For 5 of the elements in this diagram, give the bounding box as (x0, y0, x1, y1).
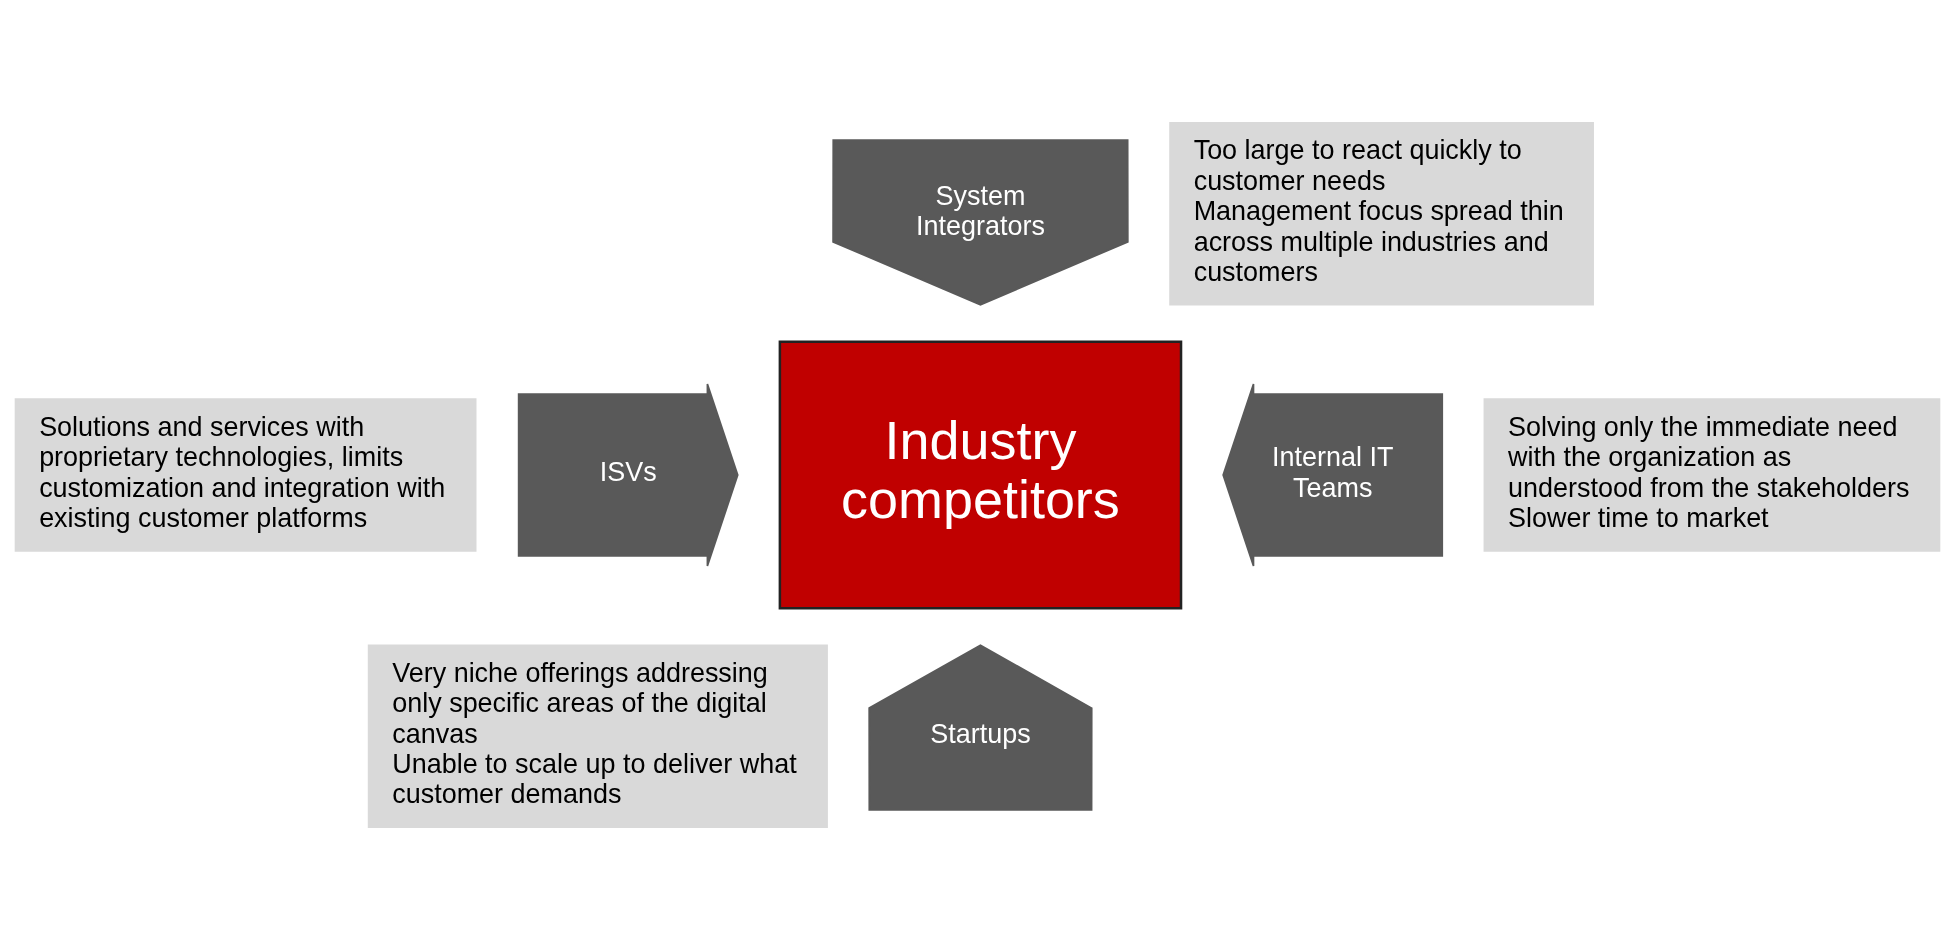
node-box: Too large to react quickly to customer needs Management focus spread thin across multiple industries and customers (1169, 121, 1594, 306)
node-box: Solutions and services with proprietary technologies, limits customization and integration with existing customer platforms (14, 397, 477, 552)
node-box: Solving only the immediate need with the organization as understood from the stakeholders Slower time to market (1483, 397, 1941, 552)
node-box: Industry competitors (778, 340, 1183, 609)
node-box: Very niche offerings addressing only specific areas of the digital canvas Unable to scale up to deliver what customer demands (367, 643, 828, 828)
